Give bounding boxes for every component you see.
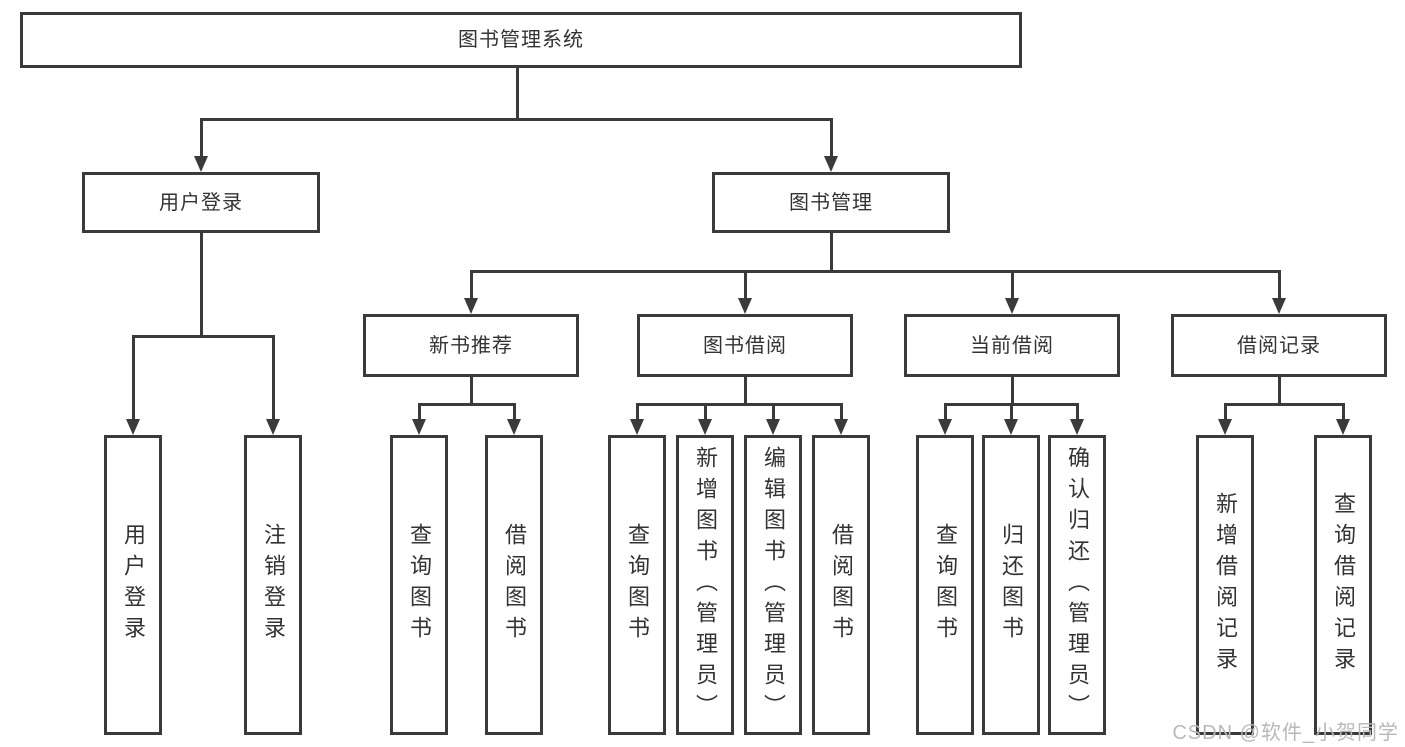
connector-line	[1277, 377, 1281, 406]
node-label: 查询图书	[933, 523, 958, 647]
node-label: 用户登录	[121, 523, 146, 647]
arrow-down-icon	[194, 156, 208, 172]
node-label: 查询图书	[407, 523, 432, 647]
node-borrowing-records: 借阅记录	[1171, 314, 1387, 377]
connector-line	[743, 270, 747, 298]
leaf-return-book: 归还图书	[982, 435, 1040, 735]
connector-line	[1341, 403, 1345, 419]
leaf-confirm-return-admin: 确认归还（管理员）	[1048, 435, 1106, 735]
node-label: 图书管理系统	[458, 29, 584, 51]
connector-line	[469, 270, 1281, 273]
arrow-down-icon	[698, 419, 712, 435]
node-label: 用户登录	[159, 191, 243, 214]
node-label: 图书借阅	[703, 334, 787, 357]
node-book-management: 图书管理	[712, 172, 950, 233]
connector-line	[829, 233, 833, 273]
connector-line	[703, 403, 707, 419]
arrow-down-icon	[766, 419, 780, 435]
arrow-down-icon	[1005, 298, 1019, 314]
arrow-down-icon	[507, 419, 521, 435]
arrow-down-icon	[938, 419, 952, 435]
connector-line	[512, 403, 516, 419]
node-label: 编辑图书（管理员）	[761, 445, 786, 725]
connector-line	[635, 403, 843, 406]
node-label: 新增借阅记录	[1213, 492, 1238, 678]
node-label: 借阅图书	[502, 523, 527, 647]
connector-line	[839, 403, 843, 419]
leaf-borrow-books: 借阅图书	[812, 435, 870, 735]
connector-line	[469, 270, 473, 298]
leaf-user-login: 用户登录	[104, 435, 162, 735]
node-label: 注销登录	[261, 523, 286, 647]
leaf-add-book-admin: 新增图书（管理员）	[676, 435, 734, 735]
leaf-borrow-books-recommend: 借阅图书	[485, 435, 543, 735]
arrow-down-icon	[1070, 419, 1084, 435]
connector-line	[417, 403, 516, 406]
node-label: 借阅图书	[829, 523, 854, 647]
connector-line	[131, 335, 275, 338]
arrow-down-icon	[1336, 419, 1350, 435]
arrow-down-icon	[126, 419, 140, 435]
arrow-down-icon	[1272, 298, 1286, 314]
node-label: 查询借阅记录	[1331, 492, 1356, 678]
connector-line	[1009, 403, 1013, 419]
connector-line	[1277, 270, 1281, 298]
connector-line	[635, 403, 639, 419]
node-new-book-recommendation: 新书推荐	[363, 314, 579, 377]
arrow-down-icon	[738, 298, 752, 314]
arrow-down-icon	[1218, 419, 1232, 435]
connector-line	[1010, 270, 1014, 298]
connector-line	[271, 335, 275, 419]
node-label: 图书管理	[789, 191, 873, 214]
leaf-logout: 注销登录	[244, 435, 302, 735]
arrow-down-icon	[412, 419, 426, 435]
arrow-down-icon	[834, 419, 848, 435]
leaf-query-borrow-record: 查询借阅记录	[1314, 435, 1372, 735]
node-label: 借阅记录	[1237, 334, 1321, 357]
node-current-borrowing: 当前借阅	[904, 314, 1120, 377]
node-label: 新书推荐	[429, 334, 513, 357]
arrow-down-icon	[824, 156, 838, 172]
connector-line	[199, 118, 833, 121]
connector-line	[199, 118, 203, 158]
node-label: 新增图书（管理员）	[693, 445, 718, 725]
node-label: 确认归还（管理员）	[1065, 445, 1090, 725]
node-user-login: 用户登录	[82, 172, 320, 233]
node-label: 查询图书	[625, 523, 650, 647]
connector-line	[199, 233, 203, 338]
leaf-edit-book-admin: 编辑图书（管理员）	[744, 435, 802, 735]
connector-line	[943, 403, 947, 419]
node-library-management-system: 图书管理系统	[20, 12, 1022, 68]
node-book-borrowing: 图书借阅	[637, 314, 853, 377]
connector-line	[1223, 403, 1345, 406]
leaf-query-books-recommend: 查询图书	[390, 435, 448, 735]
connector-line	[516, 68, 519, 121]
connector-line	[417, 403, 421, 419]
arrow-down-icon	[464, 298, 478, 314]
connector-line	[1010, 377, 1014, 406]
connector-line	[771, 403, 775, 419]
connector-line	[743, 377, 747, 406]
arrow-down-icon	[1004, 419, 1018, 435]
leaf-query-books-borrow: 查询图书	[608, 435, 666, 735]
connector-line	[829, 118, 833, 158]
node-label: 归还图书	[999, 523, 1024, 647]
csdn-watermark: CSDN @软件_小贺同学	[1172, 722, 1399, 744]
leaf-query-books-current: 查询图书	[916, 435, 974, 735]
connector-line	[469, 377, 473, 406]
node-label: 当前借阅	[970, 334, 1054, 357]
arrow-down-icon	[266, 419, 280, 435]
connector-line	[1223, 403, 1227, 419]
leaf-add-borrow-record: 新增借阅记录	[1196, 435, 1254, 735]
arrow-down-icon	[630, 419, 644, 435]
connector-line	[1075, 403, 1079, 419]
connector-line	[131, 335, 135, 419]
